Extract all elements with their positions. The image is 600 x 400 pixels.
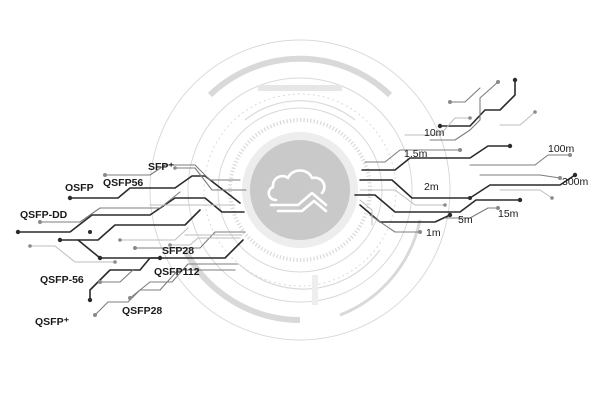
cloud-icon xyxy=(267,169,328,213)
label-sfp28: SFP28 xyxy=(162,245,194,257)
right-traces xyxy=(354,77,578,234)
label-qsfp-56: QSFP-56 xyxy=(40,274,84,286)
label-qsfp28: QSFP28 xyxy=(122,305,162,317)
label-sfp-plus: SFP⁺ xyxy=(148,161,174,173)
hub xyxy=(242,132,358,248)
label-300m: 300m xyxy=(562,176,589,188)
label-15m: 15m xyxy=(498,208,519,220)
left-labels: SFP⁺ QSFP56 OSFP QSFP-DD SFP28 QSFP112 Q… xyxy=(20,161,200,328)
label-osfp: OSFP xyxy=(65,182,94,194)
label-qsfp-plus: QSFP⁺ xyxy=(35,316,70,328)
label-10m: 10m xyxy=(424,127,445,139)
label-qsfp-dd: QSFP-DD xyxy=(20,209,68,221)
label-5m: 5m xyxy=(458,214,473,226)
label-2m: 2m xyxy=(424,181,439,193)
label-qsfp112: QSFP112 xyxy=(154,266,200,278)
label-qsfp56: QSFP56 xyxy=(103,177,143,189)
label-1m: 1m xyxy=(426,227,441,239)
left-traces xyxy=(15,164,247,317)
label-100m: 100m xyxy=(548,143,575,155)
right-labels: 10m 1.5m 100m 2m 300m 15m 5m 1m xyxy=(404,127,589,239)
label-1-5m: 1.5m xyxy=(404,148,428,160)
